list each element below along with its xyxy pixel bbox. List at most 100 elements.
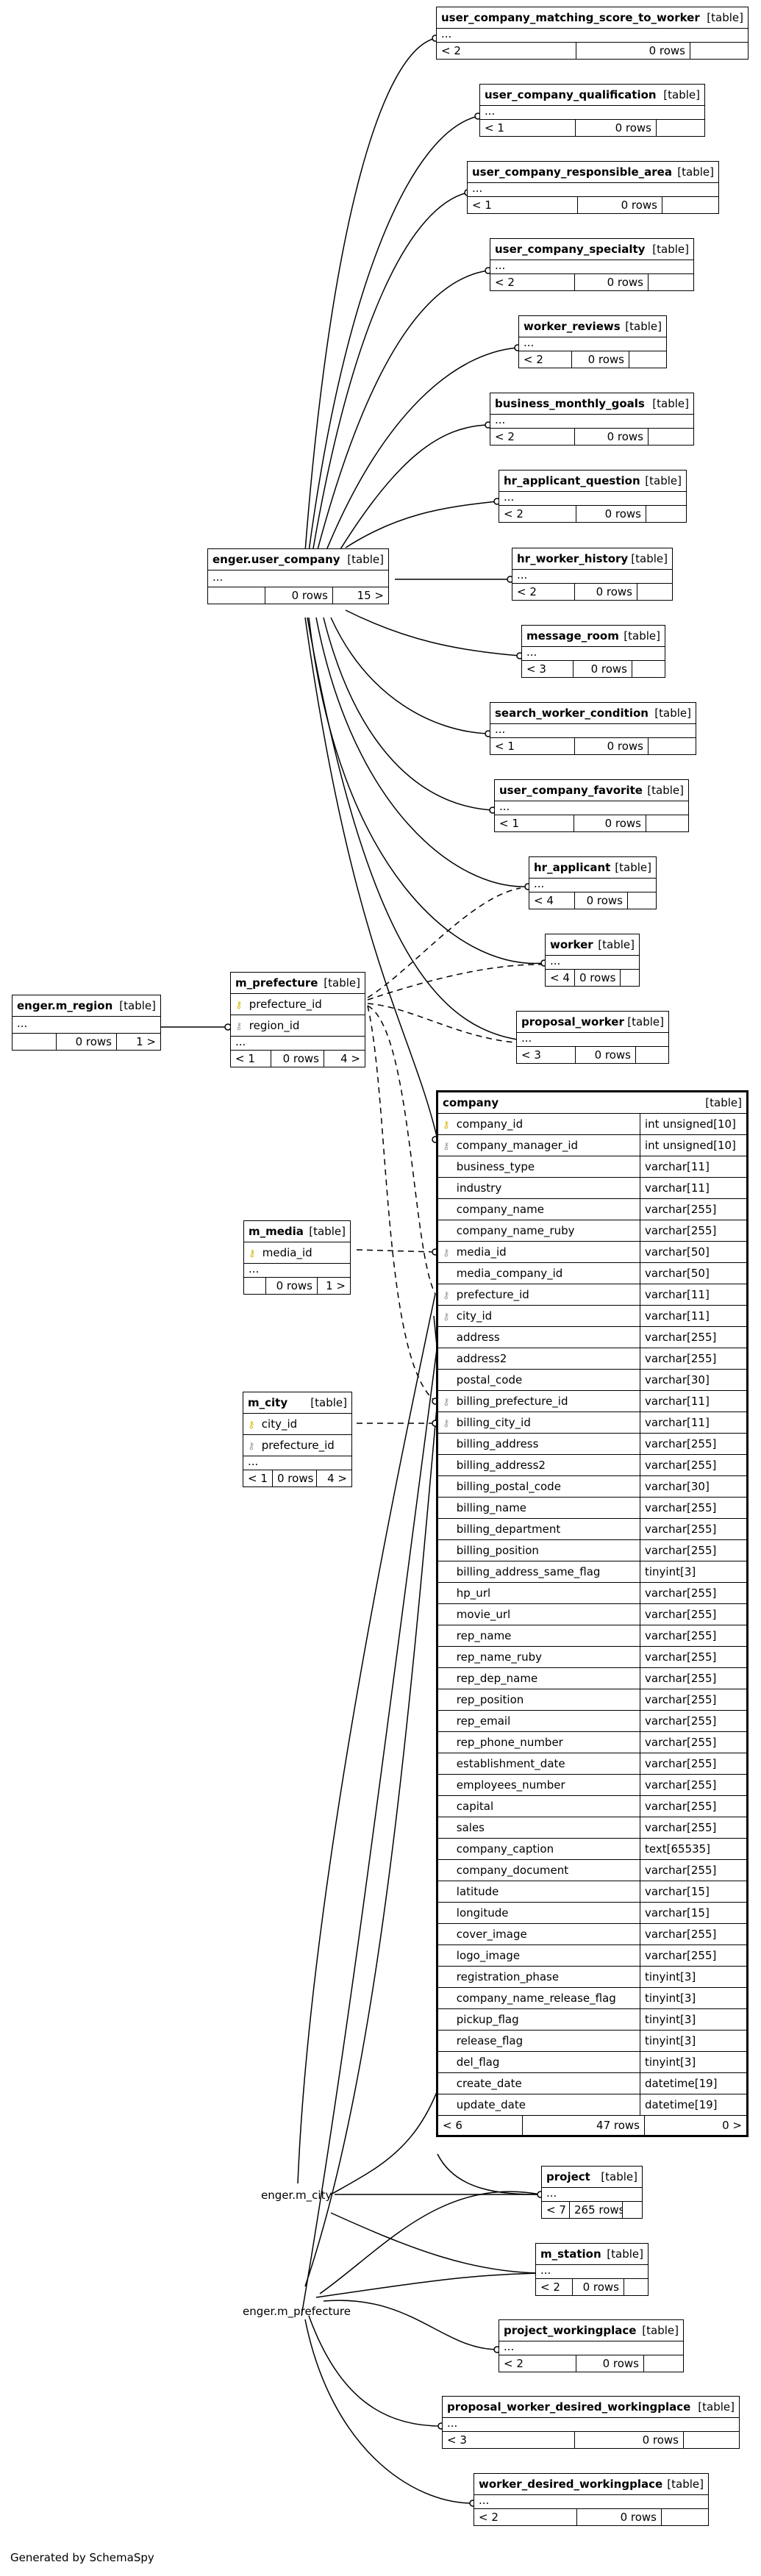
table-name[interactable]: m_media xyxy=(249,1225,304,1238)
table-name[interactable]: message_room xyxy=(526,629,619,643)
column-name[interactable]: media_id xyxy=(262,1246,312,1259)
table-name[interactable]: proposal_worker xyxy=(521,1015,624,1028)
table-name[interactable]: proposal_worker_desired_workingplace xyxy=(447,2400,691,2414)
table-name[interactable]: hr_worker_history xyxy=(517,552,629,565)
table-name[interactable]: hr_applicant xyxy=(534,861,611,874)
table-name[interactable]: m_prefecture xyxy=(235,976,318,990)
table-user-company-qualification[interactable]: user_company_qualification [table] ... <… xyxy=(479,84,705,137)
table-name[interactable]: worker_reviews xyxy=(524,320,621,333)
table-name[interactable]: m_city xyxy=(248,1396,288,1409)
table-name[interactable]: m_station xyxy=(540,2247,601,2261)
table-name[interactable]: user_company_favorite xyxy=(499,784,643,797)
table-name[interactable]: user_company_matching_score_to_worker xyxy=(441,11,700,24)
table-name[interactable]: project xyxy=(546,2170,590,2183)
table-m-city[interactable]: m_city [table] ⚷ city_id ⚷ prefecture_id… xyxy=(243,1392,352,1487)
table-name[interactable]: worker_desired_workingplace xyxy=(479,2477,663,2491)
table-worker-desired-workingplace[interactable]: worker_desired_workingplace [table] ... … xyxy=(474,2473,709,2526)
table-m-prefecture[interactable]: m_prefecture [table] ⚷ prefecture_id ⚷ r… xyxy=(230,972,365,1067)
table-proposal-worker-desired-workingplace[interactable]: proposal_worker_desired_workingplace [ta… xyxy=(442,2396,740,2449)
column-name[interactable]: region_id xyxy=(249,1019,300,1032)
table-name[interactable]: worker xyxy=(550,938,593,951)
table-name[interactable]: enger.m_region xyxy=(17,999,113,1012)
table-name[interactable]: user_company_qualification xyxy=(485,88,657,101)
column-name[interactable]: prefecture_id xyxy=(249,998,322,1011)
implied-table-m-city-label[interactable]: enger.m_city xyxy=(261,2189,332,2202)
table-name[interactable]: search_worker_condition xyxy=(495,706,649,720)
table-user-company-responsible-area[interactable]: user_company_responsible_area [table] ..… xyxy=(467,161,719,214)
table-name[interactable]: hr_applicant_question xyxy=(504,474,640,487)
table-name[interactable]: user_company_responsible_area xyxy=(472,165,672,179)
table-name[interactable]: business_monthly_goals xyxy=(495,397,645,410)
column-name[interactable]: prefecture_id xyxy=(261,1439,335,1452)
column-name[interactable]: city_id xyxy=(261,1417,298,1431)
table-name[interactable]: project_workingplace xyxy=(504,2324,637,2337)
table-name[interactable]: user_company_specialty xyxy=(495,243,646,256)
table-user-company-matching-score-to-worker[interactable]: user_company_matching_score_to_worker [t… xyxy=(436,7,749,60)
table-name[interactable]: enger.user_company xyxy=(212,553,340,566)
